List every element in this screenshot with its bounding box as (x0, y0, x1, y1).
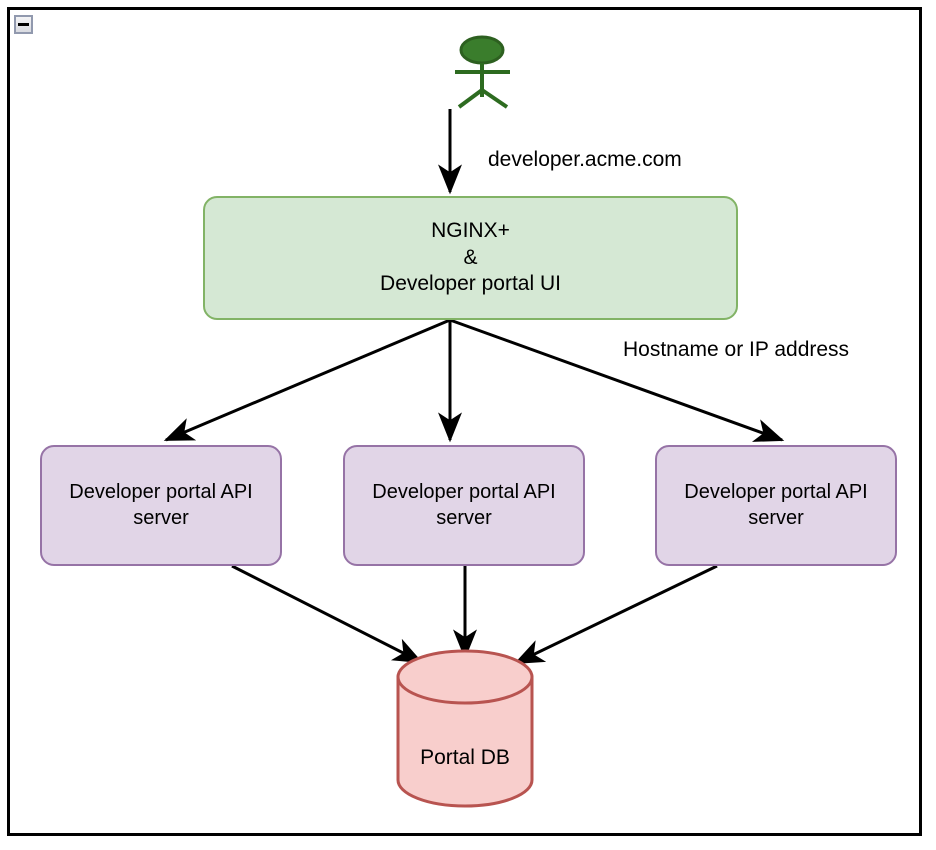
api-right-line-2: server (748, 506, 804, 529)
edge-label-developer-acme-com: developer.acme.com (488, 148, 682, 171)
edge-nginx-to-api-left (163, 318, 451, 442)
nginx-line-1: NGINX+ (431, 218, 510, 242)
nginx-developer-portal-ui-node[interactable]: NGINX+ & Developer portal UI (203, 196, 738, 320)
edge-api-left-to-db (231, 564, 424, 664)
edge-api-right-to-db (513, 564, 718, 665)
nginx-line-2: & (463, 245, 478, 269)
developer-portal-api-server-node-left[interactable]: Developer portal API server (40, 445, 282, 566)
edge-nginx-to-api-right (449, 318, 785, 442)
api-left-line-1: Developer portal API (69, 480, 253, 503)
api-center-line-2: server (436, 506, 492, 529)
nginx-line-3: Developer portal UI (380, 272, 561, 296)
portal-db-label: Portal DB (420, 746, 510, 769)
api-left-line-2: server (133, 506, 189, 529)
minus-icon (18, 23, 29, 26)
api-center-line-1: Developer portal API (372, 480, 556, 503)
developer-portal-api-server-node-center[interactable]: Developer portal API server (343, 445, 585, 566)
edge-label-hostname-or-ip-address: Hostname or IP address (623, 338, 850, 361)
api-right-line-1: Developer portal API (684, 480, 868, 503)
portal-db-cylinder[interactable] (396, 649, 534, 808)
developer-portal-api-server-node-right[interactable]: Developer portal API server (655, 445, 897, 566)
user-actor-icon (455, 35, 510, 109)
collapse-toggle-button[interactable] (14, 15, 33, 34)
